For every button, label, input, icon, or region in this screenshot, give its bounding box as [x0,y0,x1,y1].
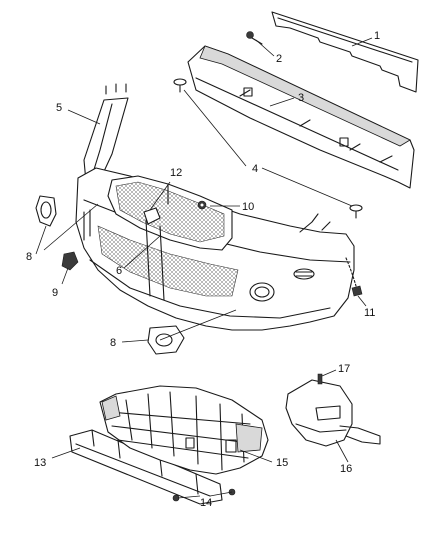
callout-15: 15 [276,457,288,469]
callout-labels: 1 2 3 4 5 6 8 8 9 10 11 12 13 14 15 16 1… [26,30,380,509]
fascia-corner-16 [285,379,381,447]
grille-emblem [143,183,169,225]
callout-8-left: 8 [26,251,32,263]
clip-11 [345,257,363,297]
callout-13: 13 [34,457,46,469]
push-pin-4-left [173,78,187,93]
callout-2: 2 [276,53,282,65]
callout-17: 17 [338,363,350,375]
callout-8-lower: 8 [110,337,116,349]
fog-lamp-bezel-8-lower [147,325,185,355]
callout-9: 9 [52,287,58,299]
callout-16: 16 [340,463,352,475]
fog-lamp-bezel-8-left [35,195,57,227]
clip-17 [317,373,323,385]
front-bumper-fascia [75,167,355,331]
lower-crossmember-beam [69,429,223,505]
callout-5: 5 [56,102,62,114]
callout-14: 14 [200,497,212,509]
radiator-support-frame [99,385,269,475]
callout-11: 11 [364,307,375,319]
reinforcement-beam [187,45,415,189]
energy-absorber-shield [271,11,419,93]
fascia-support-bracket [83,83,129,183]
callout-10: 10 [242,201,254,213]
nut-10 [197,200,207,210]
leader-lines [35,37,373,499]
callout-6: 6 [116,265,122,277]
callout-4: 4 [252,163,258,175]
callout-3: 3 [298,92,304,104]
callout-12: 12 [170,167,182,179]
push-pin-4-right [349,204,363,219]
clip-9 [61,251,79,271]
bolt-2 [246,31,263,45]
callout-1: 1 [374,30,380,42]
